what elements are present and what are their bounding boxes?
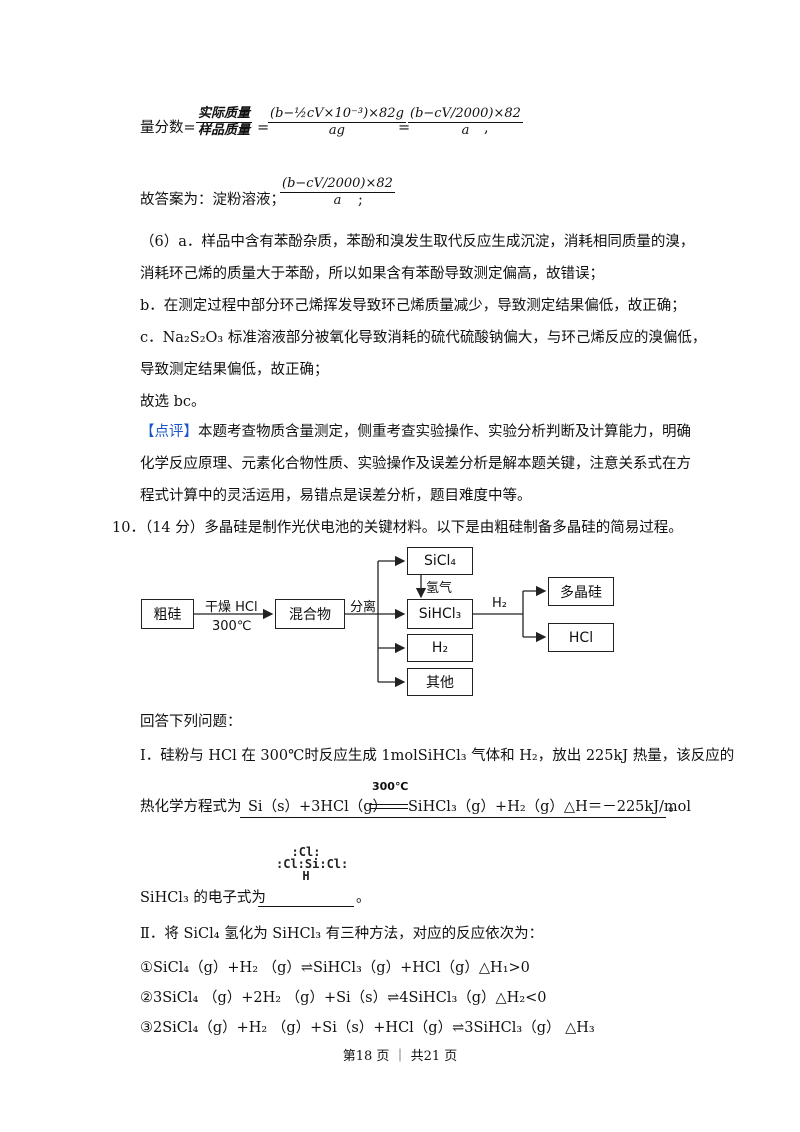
period: 。	[356, 890, 371, 906]
electron-dot-line: H	[302, 869, 310, 883]
reagent-dry-hcl: 干燥 HCl	[205, 600, 258, 615]
h2-box: H₂	[407, 634, 473, 662]
polysilicon-box: 多晶硅	[548, 577, 614, 606]
other-box: 其他	[407, 668, 473, 696]
fraction-expression: (b−½cV×10⁻³)×82g ag	[268, 106, 406, 139]
answer-intro: 回答下列问题：	[140, 714, 242, 730]
answer-underline	[258, 906, 354, 907]
fraction-denominator: a	[333, 193, 342, 208]
fraction-denominator: a	[461, 123, 470, 138]
h2-arrow-label: H₂	[492, 596, 507, 611]
question-10-title: 10．（14 分）多晶硅是制作光伏电池的关键材料。以下是由粗硅制备多晶硅的简易过…	[112, 520, 683, 536]
part6-b: b．在测定过程中部分环己烯挥发导致环己烯质量减少，导致测定结果偏低，故正确；	[140, 298, 686, 314]
sicl4-box: SiCl₄	[407, 547, 473, 575]
mass-fraction-prefix: 量分数=	[140, 120, 196, 136]
reaction-3: ③2SiCl₄（g）+H₂ （g）+Si（s）+HCl（g）⇌3SiHCl₃（g…	[140, 1020, 595, 1036]
period: 。	[668, 799, 683, 815]
thermochemical-eq-right: SiHCl₃（g）+H₂（g）△H＝－225kJ/mol	[408, 799, 692, 815]
equals-sign: =	[257, 120, 270, 136]
fraction-denominator: 样品质量	[198, 123, 251, 138]
equals-sign: =	[398, 120, 411, 136]
comment-line2: 化学反应原理、元素化合物性质、实验操作及误差分析是解本题关键，注意关系式在方	[140, 456, 691, 472]
reaction-arrow-line	[370, 808, 408, 809]
answer-fraction: (b−cV/2000)×82 a	[280, 176, 395, 209]
reaction-arrow-line	[370, 804, 408, 805]
part6-a-line1: （6）a．样品中含有苯酚杂质，苯酚和溴发生取代反应生成沉淀，消耗相同质量的溴，	[140, 234, 695, 250]
reaction-2: ②3SiCl₄ （g）+2H₂ （g）+Si（s）⇌4SiHCl₃（g）△H₂<…	[140, 990, 547, 1006]
mixture-box: 混合物	[275, 599, 345, 629]
fraction-actual-over-sample: 实际质量 样品质量	[196, 106, 253, 139]
comment-tag: 【点评】	[140, 424, 198, 440]
semicolon: ;	[358, 192, 363, 208]
reaction-1: ①SiCl₄（g）+H₂ （g）⇌SiHCl₃（g）+HCl（g）△H₁>0	[140, 960, 530, 976]
fraction-numerator: (b−cV/2000)×82	[282, 176, 393, 191]
thermochemical-eq-left: Si（s）+3HCl（g）	[248, 799, 388, 815]
hydrogenation-label: 氢气	[426, 581, 453, 596]
answer-underline	[240, 817, 666, 818]
part6-c-line2: 导致测定结果偏低，故正确；	[140, 362, 329, 378]
part6-c-line1: c．Na₂S₂O₃ 标准溶液部分被氧化导致消耗的硫代硫酸钠偏大，与环己烯反应的溴…	[140, 330, 707, 346]
reaction-condition: 300℃	[372, 780, 409, 793]
separate-label: 分离	[350, 600, 377, 615]
reagent-temperature: 300℃	[212, 619, 252, 634]
answer-prefix: 故答案为：淀粉溶液；	[140, 192, 285, 208]
fraction-result: (b−cV/2000)×82 a	[408, 106, 523, 139]
part1-line1: Ⅰ．硅粉与 HCl 在 300℃时反应生成 1molSiHCl₃ 气体和 H₂，…	[140, 748, 735, 764]
fraction-numerator: (b−½cV×10⁻³)×82g	[270, 106, 404, 121]
part1-line2-prefix: 热化学方程式为	[140, 799, 242, 815]
fraction-denominator: ag	[328, 123, 345, 138]
electron-formula-prefix: SiHCl₃ 的电子式为	[140, 890, 266, 906]
page-footer: 第18 页 ｜ 共21 页	[342, 1049, 458, 1064]
part6-choice: 故选 bc。	[140, 394, 206, 410]
sihcl3-box: SiHCl₃	[407, 599, 473, 629]
electron-dot-line: :Cl:Si:Cl:	[276, 857, 349, 871]
crude-silicon-box: 粗硅	[141, 599, 194, 629]
comma: ,	[484, 120, 489, 136]
flow-diagram-lines	[194, 555, 547, 688]
fraction-numerator: (b−cV/2000)×82	[410, 106, 521, 121]
comment-line1: 【点评】本题考查物质含量测定，侧重考查实验操作、实验分析判断及计算能力，明确	[140, 422, 691, 442]
comment-line3: 程式计算中的灵活运用，易错点是误差分析，题目难度中等。	[140, 488, 532, 504]
comment-text: 本题考查物质含量测定，侧重考查实验操作、实验分析判断及计算能力，明确	[198, 424, 691, 440]
hcl-box: HCl	[548, 623, 614, 652]
electron-dot-line: :Cl:	[291, 845, 321, 859]
part2-intro: Ⅱ．将 SiCl₄ 氢化为 SiHCl₃ 有三种方法，对应的反应依次为：	[140, 926, 544, 942]
fraction-numerator: 实际质量	[198, 106, 251, 121]
part6-a-line2: 消耗环己烯的质量大于苯酚，所以如果含有苯酚导致测定偏高，故错误；	[140, 266, 604, 282]
electron-dot-formula: :Cl: :Cl:Si:Cl: H	[276, 845, 349, 883]
